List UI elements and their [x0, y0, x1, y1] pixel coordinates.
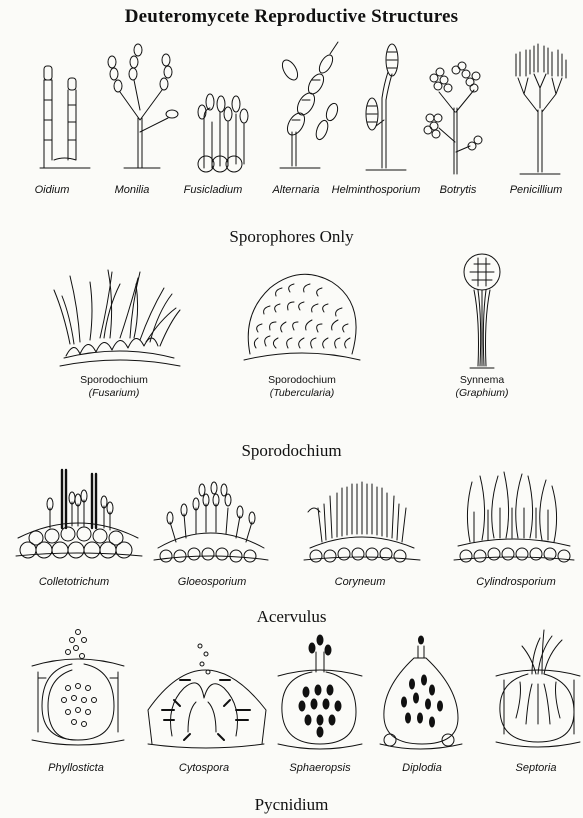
section-title-acervulus: Acervulus [0, 607, 583, 627]
label-sphaeropsis: Sphaeropsis [289, 762, 350, 774]
sporodochium-fusarium-illustration [46, 258, 186, 370]
gloeosporium-illustration [152, 478, 270, 570]
label-monilia: Monilia [115, 184, 150, 196]
coryneum-illustration [302, 472, 422, 570]
label-sporodochium-2: Sporodochium [268, 374, 336, 386]
septoria-illustration [494, 628, 582, 752]
label-botrytis: Botrytis [440, 184, 477, 196]
label-helminthosporium: Helminthosporium [332, 184, 421, 196]
helminthosporium-illustration [356, 42, 412, 174]
label-graphium: (Graphium) [455, 387, 508, 400]
label-fusarium: (Fusarium) [80, 387, 148, 400]
label-gloeosporium: Gloeosporium [178, 576, 246, 588]
label-fusicladium: Fusicladium [184, 184, 243, 196]
label-colletotrichum: Colletotrichum [39, 576, 109, 588]
fusicladium-illustration [190, 78, 252, 174]
label-sporodochium-tubercularia: Sporodochium (Tubercularia) [268, 374, 336, 400]
colletotrichum-illustration [14, 458, 144, 570]
label-synnema-graphium: Synnema (Graphium) [455, 374, 508, 400]
diplodia-illustration [378, 636, 464, 752]
label-oidium: Oidium [35, 184, 70, 196]
label-alternaria: Alternaria [272, 184, 319, 196]
penicillium-illustration [506, 42, 574, 176]
cylindrosporium-illustration [452, 466, 576, 570]
monilia-illustration [104, 40, 180, 170]
label-coryneum: Coryneum [335, 576, 386, 588]
figure-title: Deuteromycete Reproductive Structures [0, 6, 583, 28]
phyllosticta-illustration [28, 628, 128, 752]
synnema-graphium-illustration [454, 250, 510, 374]
label-septoria: Septoria [516, 762, 557, 774]
sporodochium-tubercularia-illustration [236, 268, 366, 368]
label-sporodochium-1: Sporodochium [80, 374, 148, 386]
oidium-illustration [30, 60, 90, 178]
label-penicillium: Penicillium [510, 184, 563, 196]
label-phyllosticta: Phyllosticta [48, 762, 104, 774]
label-cylindrosporium: Cylindrosporium [476, 576, 555, 588]
label-sporodochium-fusarium: Sporodochium (Fusarium) [80, 374, 148, 400]
label-synnema: Synnema [460, 374, 504, 386]
botrytis-illustration [422, 56, 488, 176]
alternaria-illustration [272, 40, 344, 174]
label-tubercularia: (Tubercularia) [268, 387, 336, 400]
cytospora-illustration [144, 640, 268, 750]
sphaeropsis-illustration [276, 632, 364, 752]
label-cytospora: Cytospora [179, 762, 229, 774]
section-title-sporophores-only: Sporophores Only [0, 227, 583, 247]
label-diplodia: Diplodia [402, 762, 442, 774]
section-title-pycnidium: Pycnidium [0, 795, 583, 815]
